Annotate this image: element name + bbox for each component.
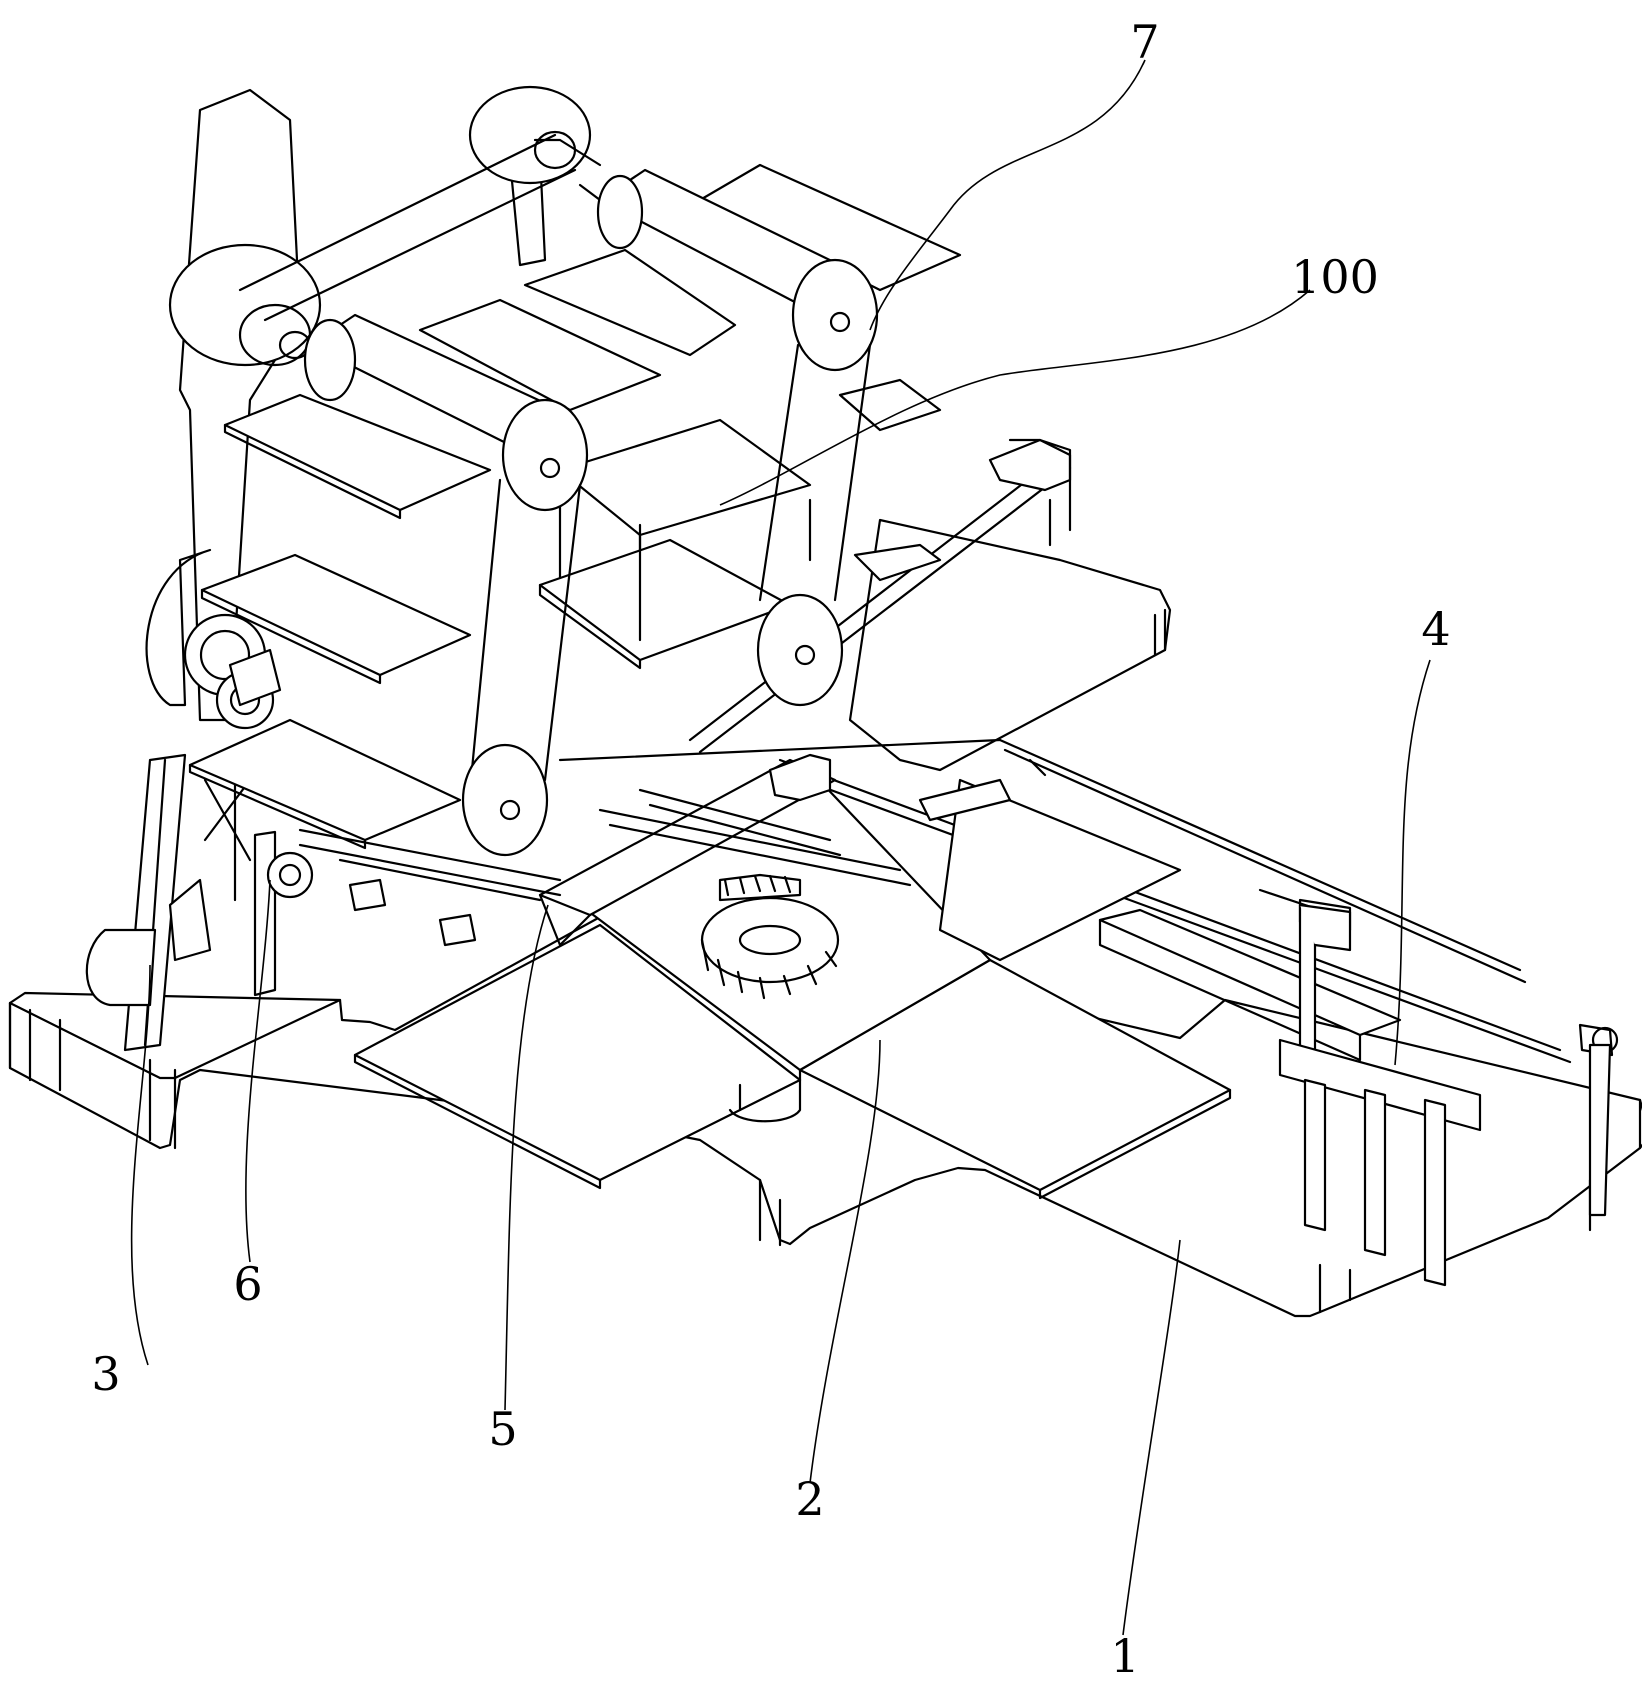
gear-wheel bbox=[700, 896, 840, 1000]
leader-5 bbox=[504, 904, 549, 1411]
leader-lines bbox=[130, 59, 1431, 1636]
callout-3: 3 bbox=[91, 1347, 120, 1401]
callout-7: 7 bbox=[1130, 15, 1159, 69]
gear-train bbox=[183, 613, 314, 899]
callout-1: 1 bbox=[1110, 1629, 1139, 1683]
base-plate bbox=[8, 518, 1642, 1318]
rear-frame bbox=[168, 85, 602, 367]
leader-100 bbox=[719, 289, 1311, 506]
roller-left bbox=[303, 313, 589, 857]
bracket-assembly bbox=[1278, 903, 1612, 1287]
roller-right bbox=[596, 168, 879, 707]
leader-7 bbox=[869, 59, 1146, 331]
callout-5: 5 bbox=[488, 1402, 517, 1456]
guide-rails bbox=[558, 438, 1619, 1064]
leader-4 bbox=[1394, 659, 1431, 1066]
sliding-plates bbox=[353, 758, 1232, 1200]
shelf-stack bbox=[188, 163, 962, 857]
leader-6 bbox=[245, 879, 271, 1263]
callout-100: 100 bbox=[1291, 250, 1379, 304]
leader-1 bbox=[1122, 1239, 1181, 1636]
callout-4: 4 bbox=[1421, 602, 1450, 656]
callouts: 7 100 4 3 6 5 2 1 bbox=[91, 15, 1450, 1683]
left-frame bbox=[85, 88, 314, 1052]
callout-2: 2 bbox=[795, 1472, 824, 1526]
leader-3 bbox=[130, 964, 151, 1366]
callout-6: 6 bbox=[233, 1257, 262, 1311]
leader-2 bbox=[809, 1039, 881, 1484]
